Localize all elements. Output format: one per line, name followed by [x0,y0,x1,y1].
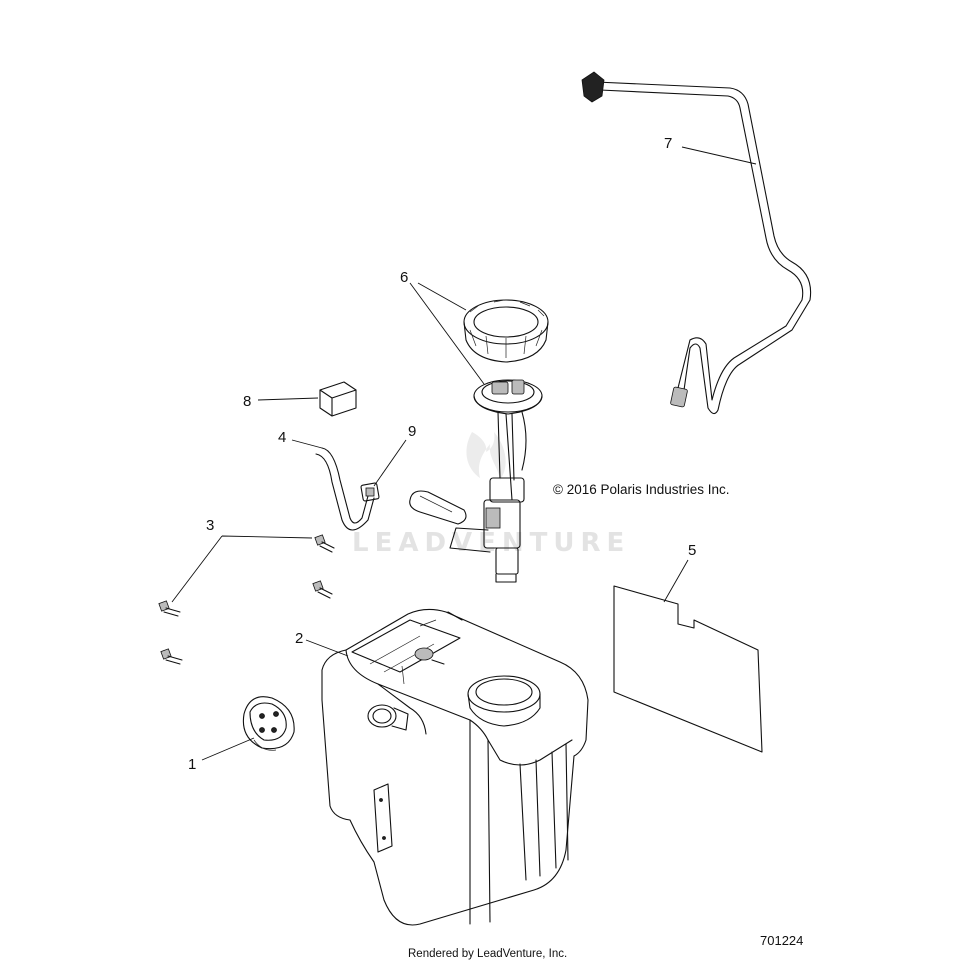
leader-6b [409,282,485,385]
wire-harness-part-4-9[interactable] [315,447,380,531]
callout-3[interactable]: 3 [206,517,214,534]
fuel-tank-part-2[interactable] [321,608,589,926]
document-number: 701224 [760,933,803,948]
bolts-part-3[interactable] [158,534,335,665]
fuel-cap-part-1[interactable] [242,696,295,751]
callout-4[interactable]: 4 [278,429,286,446]
leader-3 [171,535,313,603]
callout-8[interactable]: 8 [243,393,251,410]
leader-6a [417,282,467,311]
callout-9[interactable]: 9 [408,423,416,440]
leader-1 [201,737,255,761]
vent-hose-part-7[interactable] [581,71,812,415]
watermark-text: LEADVENTURE [352,528,630,558]
callout-7[interactable]: 7 [664,135,672,152]
leader-7 [681,146,757,165]
leader-4 [291,439,323,449]
bolt-b[interactable] [312,580,333,599]
leader-2 [305,639,349,657]
bolt-d[interactable] [160,648,183,665]
foam-block-part-8[interactable] [319,381,357,417]
leader-lines [171,146,757,761]
leader-9 [373,439,407,487]
leadventure-watermark: LEADVENTURE [352,432,630,558]
leader-5 [663,559,689,603]
pad-part-5[interactable] [613,585,763,753]
bolt-a[interactable] [314,534,335,553]
copyright-notice: © 2016 Polaris Industries Inc. [553,482,730,497]
footer-rendered-by: Rendered by LeadVenture, Inc. [408,948,567,960]
callout-6[interactable]: 6 [400,269,408,286]
lock-ring-part-6[interactable] [463,299,549,363]
callout-2[interactable]: 2 [295,630,303,647]
callout-5[interactable]: 5 [688,542,696,559]
fuel-pump-module-part-6[interactable] [409,379,543,583]
callout-1[interactable]: 1 [188,756,196,773]
bolt-c[interactable] [158,600,181,617]
leader-8 [257,397,319,401]
